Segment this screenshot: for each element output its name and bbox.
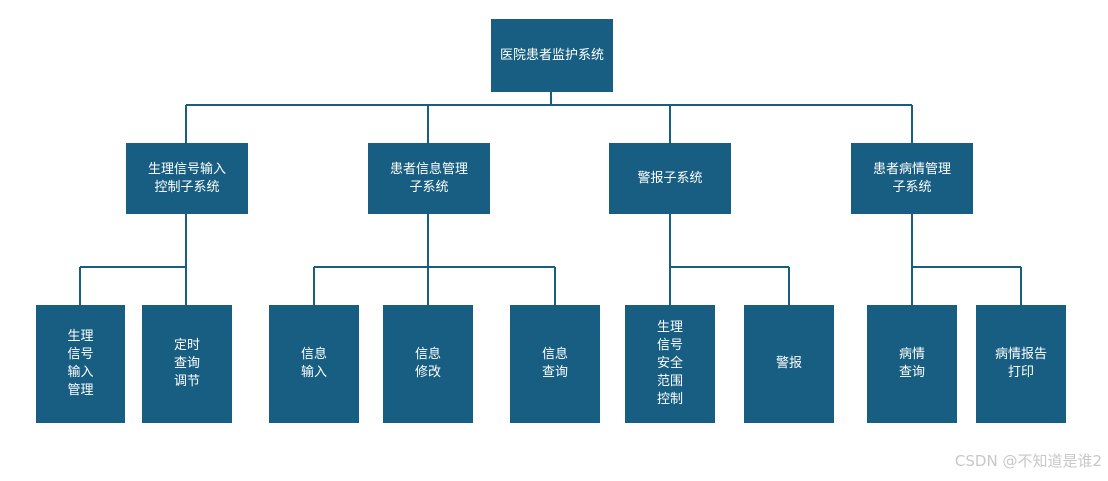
function-node: 生理 信号 安全 范围 控制 xyxy=(625,305,715,423)
root-node: 医院患者监护系统 xyxy=(491,19,613,92)
watermark: CSDN @不知道是谁2 xyxy=(954,452,1102,470)
function-node: 病情报告 打印 xyxy=(976,305,1066,423)
function-node: 信息 修改 xyxy=(383,305,473,423)
subsystem-node: 警报子系统 xyxy=(609,143,731,214)
function-node: 生理 信号 输入 管理 xyxy=(36,305,125,423)
function-node: 病情 查询 xyxy=(867,305,957,423)
subsystem-node: 患者信息管理 子系统 xyxy=(368,143,490,214)
subsystem-node: 患者病情管理 子系统 xyxy=(851,143,973,214)
function-node: 信息 输入 xyxy=(269,305,359,423)
function-node: 定时 查询 调节 xyxy=(142,305,232,423)
subsystem-node: 生理信号输入 控制子系统 xyxy=(126,143,248,214)
function-node: 信息 查询 xyxy=(510,305,600,423)
function-node: 警报 xyxy=(744,305,834,423)
